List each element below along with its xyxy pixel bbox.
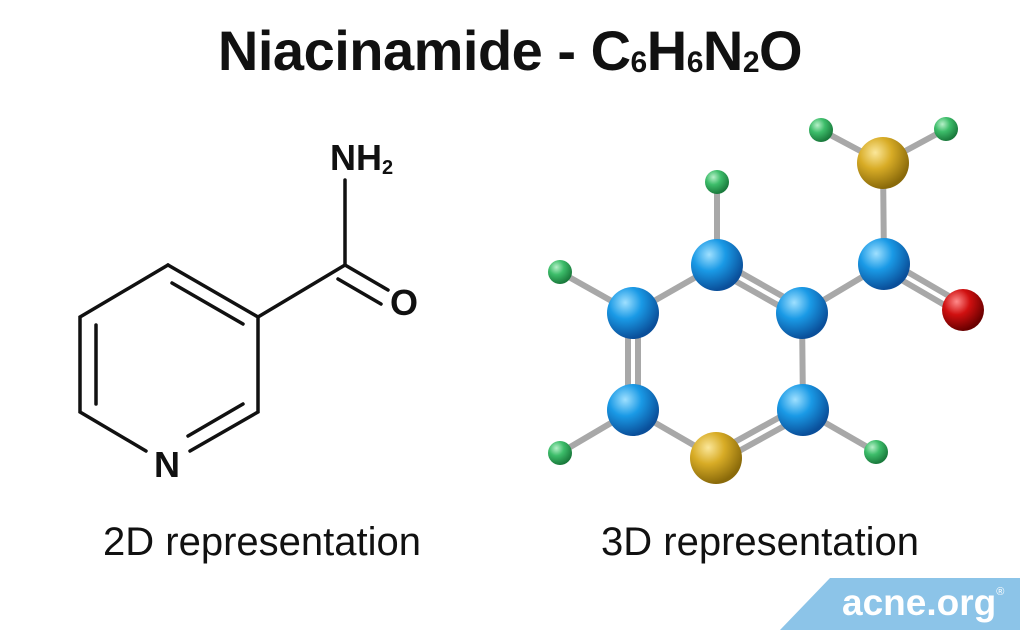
carbon-atom (691, 239, 743, 291)
hydrogen-atom (934, 117, 958, 141)
logo-banner (780, 578, 1020, 630)
oxygen-atom (942, 289, 984, 331)
skeletal-bonds (78, 178, 390, 453)
page-title: Niacinamide - C6H6N2O (0, 18, 1020, 83)
title-name: Niacinamide - (217, 19, 591, 82)
formula-subscript: 6 (630, 46, 648, 79)
amine-label: NH2 (330, 137, 393, 179)
formula-element: O (759, 19, 803, 82)
label-3d: 3D representation (601, 520, 919, 564)
carbon-atom (858, 238, 910, 290)
carbon-atom (776, 287, 828, 339)
hydrogen-atom (548, 260, 572, 284)
hydrogen-atom (809, 118, 833, 142)
nitrogen-atom (857, 137, 909, 189)
hydrogen-atom (548, 441, 572, 465)
hydrogen-atom (705, 170, 729, 194)
acne-org-logo: acne.org® (842, 582, 1005, 623)
oxygen-label: O (390, 282, 418, 323)
carbon-atom (777, 384, 829, 436)
formula-subscript: 2 (742, 46, 760, 79)
label-2d: 2D representation (103, 520, 421, 564)
carbon-atom (607, 384, 659, 436)
carbon-atom (607, 287, 659, 339)
nitrogen-atom (690, 432, 742, 484)
formula-element: H (646, 19, 687, 82)
ring-nitrogen-label: N (154, 444, 180, 485)
chemical-formula: C6H6N2O (590, 19, 803, 82)
hydrogen-atom (864, 440, 888, 464)
formula-element: N (702, 19, 743, 82)
formula-subscript: 6 (686, 46, 704, 79)
structure-3d (548, 117, 984, 484)
formula-element: C (590, 19, 631, 82)
